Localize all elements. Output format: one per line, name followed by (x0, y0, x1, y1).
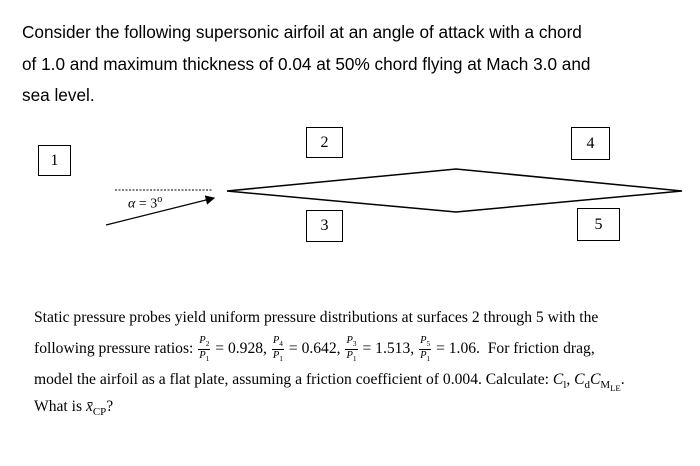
airfoil-figure (105, 168, 683, 226)
lift-coefficient: Cl (552, 371, 567, 392)
degree-mark: o (157, 194, 163, 205)
para-line-3: model the airfoil as a flat plate, assum… (34, 371, 625, 394)
friction-drag-text: For friction drag, (487, 340, 595, 358)
question-line-2: of 1.0 and maximum thickness of 0.04 at … (22, 53, 591, 74)
diamond-airfoil (226, 168, 683, 213)
freestream-arrow (105, 195, 216, 226)
question-mark: ? (106, 398, 114, 415)
para-line-4: What is x̄CP? (34, 398, 113, 418)
question-line-3: sea level. (22, 85, 95, 105)
surface-label-1: 1 (38, 145, 71, 176)
ratio-p3-value: = 1.513, (362, 340, 415, 358)
angle-of-attack-label: α = 3o (128, 194, 162, 213)
surface-label-5: 5 (577, 208, 620, 241)
ratios-prefix: following pressure ratios: (34, 340, 194, 358)
flat-plate-text: model the airfoil as a flat plate, assum… (34, 371, 549, 388)
para-line-1: Static pressure probes yield uniform pre… (34, 309, 599, 326)
question-intro: Consider the following supersonic airfoi… (22, 17, 672, 112)
alpha-symbol: α (128, 196, 136, 212)
surface-label-2: 2 (306, 127, 343, 158)
surface-label-3: 3 (306, 210, 343, 242)
ratio-p5-value: = 1.06. (436, 340, 480, 358)
center-of-pressure-symbol: x̄CP (85, 398, 107, 419)
alpha-equals: = 3 (135, 196, 158, 212)
drag-coefficient: Cd (574, 371, 590, 392)
calc-end: . (620, 371, 625, 388)
surface-label-4: 4 (571, 127, 610, 160)
question-line-1: Consider the following supersonic airfoi… (22, 22, 582, 42)
ratio-p2-value: = 0.928, (215, 340, 267, 358)
ratio-p4-value: = 0.642, (288, 340, 341, 358)
moment-coefficient: CMLE (590, 371, 621, 394)
what-is-text: What is (34, 398, 83, 415)
